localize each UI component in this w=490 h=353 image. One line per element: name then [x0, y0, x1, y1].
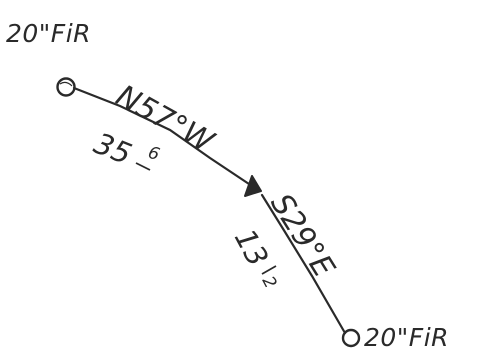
- segment-2-distance-fraction: 2: [258, 273, 281, 292]
- segment-1-distance: 35 6: [89, 126, 162, 171]
- end-tree-marker-icon: [341, 328, 361, 348]
- segment-1-distance-whole: 35: [89, 126, 136, 171]
- start-tree-label: 20"FiR: [6, 19, 91, 48]
- end-tree-label: 20"FiR: [364, 323, 449, 352]
- segment-1-distance-fraction: 6: [145, 143, 162, 165]
- pivot-point-icon: [244, 175, 262, 197]
- segment-2-bearing: S29°E: [263, 188, 341, 284]
- start-tree-marker-icon: [56, 77, 76, 97]
- segment-2-distance-whole: 13: [228, 223, 275, 272]
- survey-line-1: [72, 86, 254, 188]
- segment-2-distance: 13 2: [228, 223, 281, 292]
- survey-line-2: [260, 193, 347, 335]
